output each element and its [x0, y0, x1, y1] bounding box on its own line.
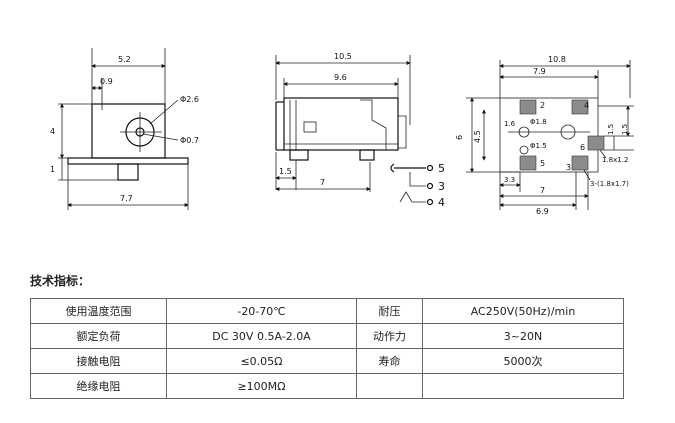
fp-dim-mid: 7: [540, 186, 545, 195]
fp-dim-hole-a: 1.6: [504, 120, 516, 128]
side-dim-overall: 10.5: [334, 52, 352, 61]
spec-value: -20-70℃: [166, 298, 357, 324]
fp-dim-right-2: 1.5: [607, 124, 615, 135]
side-dim-length: 7: [320, 178, 325, 187]
spec-value: ≥100MΩ: [166, 373, 357, 399]
front-dim-height: 4: [50, 127, 55, 136]
side-pin-label-1: 5: [438, 162, 445, 175]
spec-heading: 技术指标：: [30, 274, 91, 288]
fp-dim-right-1: 1.5: [621, 124, 629, 135]
spec-label: 接触电阻: [30, 348, 167, 374]
fp-pad-num-2: 2: [540, 101, 545, 110]
fp-dim-phi-18: Φ1.8: [530, 118, 547, 126]
fp-dim-top: 7.9: [533, 67, 546, 76]
spec-value: 5000次: [422, 348, 624, 374]
side-pin-label-2: 3: [438, 180, 445, 193]
side-view: 10.5 9.6 1.5 7 5: [275, 52, 445, 209]
side-pin-label-3: 4: [438, 196, 445, 209]
spec-value: ≤0.05Ω: [166, 348, 357, 374]
side-dim-body: 9.6: [334, 73, 347, 82]
fp-pad-num-3: 3: [566, 163, 571, 172]
fp-dim-left: 3.3: [504, 176, 515, 184]
spec-label: 寿命: [356, 348, 423, 374]
front-dim-width: 5.2: [118, 55, 131, 64]
spec-value: [422, 373, 624, 399]
front-dim-hole-inner: Φ0.7: [180, 136, 199, 145]
spec-label: 使用温度范围: [30, 298, 167, 324]
footprint-view: 10.8 7.9 6 4.5 2 4 5 3 6 1.6 Φ1.8 Φ1.5: [455, 55, 634, 216]
fp-dim-bottom: 6.9: [536, 207, 549, 216]
table-row: 接触电阻 ≤0.05Ω 寿命 5000次: [30, 348, 624, 374]
front-dim-base: 7.7: [120, 194, 133, 203]
front-dim-offset: 0.9: [100, 77, 113, 86]
fp-dim-height: 6: [455, 135, 464, 140]
table-row: 使用温度范围 -20-70℃ 耐压 AC250V(50Hz)/min: [30, 298, 624, 324]
spec-value: DC 30V 0.5A-2.0A: [166, 323, 357, 349]
fp-dim-phi-15: Φ1.5: [530, 142, 547, 150]
spec-table: 使用温度范围 -20-70℃ 耐压 AC250V(50Hz)/min 额定负荷 …: [30, 298, 624, 399]
spec-label: 绝缘电阻: [30, 373, 167, 399]
table-row: 绝缘电阻 ≥100MΩ: [30, 373, 624, 399]
fp-dim-hole-dist: 4.5: [473, 130, 482, 143]
fp-dim-overall: 10.8: [548, 55, 566, 64]
spec-label: 耐压: [356, 298, 423, 324]
fp-pad-label: 3-(1.8x1.7): [590, 180, 629, 188]
side-dim-tab: 1.5: [279, 167, 292, 176]
fp-pad-small: 1.8x1.2: [602, 156, 628, 164]
spec-label: [356, 373, 423, 399]
front-view: 5.2 0.9 Φ2.6 Φ0.7 4 1 7.7: [50, 48, 199, 210]
technical-drawing: 5.2 0.9 Φ2.6 Φ0.7 4 1 7.7: [50, 48, 634, 216]
spec-label: 额定负荷: [30, 323, 167, 349]
spec-value: AC250V(50Hz)/min: [422, 298, 624, 324]
fp-pad-num-6: 6: [580, 143, 585, 152]
spec-label: 动作力: [356, 323, 423, 349]
front-dim-hole-outer: Φ2.6: [180, 95, 199, 104]
spec-value: 3~20N: [422, 323, 624, 349]
table-row: 额定负荷 DC 30V 0.5A-2.0A 动作力 3~20N: [30, 323, 624, 349]
fp-pad-num-5: 5: [540, 159, 545, 168]
front-dim-foot: 1: [50, 165, 55, 174]
fp-pad-num-4: 4: [584, 101, 589, 110]
